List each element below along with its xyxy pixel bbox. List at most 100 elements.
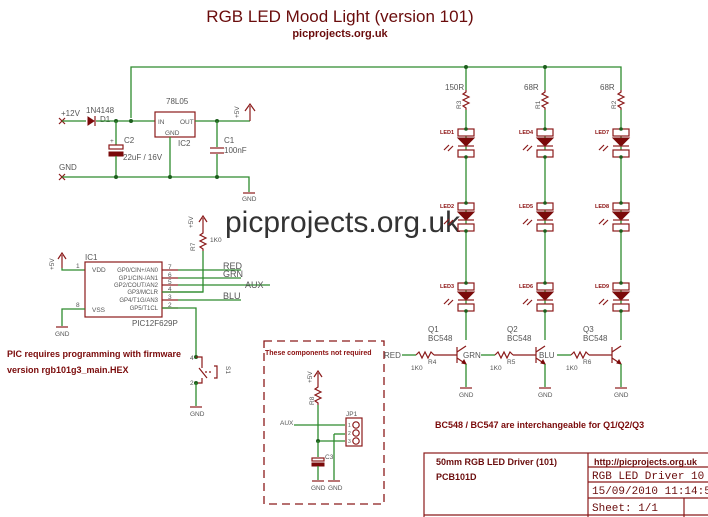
light-arrow-icon — [522, 218, 529, 225]
transistor-ref: Q2 — [507, 325, 518, 334]
mcu-vdd-arrow-icon — [57, 251, 67, 268]
light-arrow-icon — [443, 218, 450, 225]
optional-gnd-label-2: GND — [328, 485, 343, 492]
led-label: LED3 — [440, 284, 454, 290]
net-label-blu: BLU — [223, 291, 241, 301]
mcu-pin-8-num: 8 — [76, 302, 80, 309]
optional-supply-label: +5V — [307, 371, 314, 383]
junction-dot — [619, 309, 623, 313]
net-label-grn: GRN — [223, 269, 243, 279]
light-arrow-icon — [598, 298, 605, 305]
title-block-pcb: PCB101D — [436, 472, 477, 482]
base-net-label: GRN — [463, 351, 481, 360]
title-block: 50mm RGB LED Driver (101) PCB101D http:/… — [423, 452, 708, 517]
led-diode-icon — [535, 211, 555, 221]
net-label-red: RED — [223, 261, 243, 271]
r7-ref: R7 — [190, 242, 197, 251]
base-resistor-value: 1K0 — [411, 365, 423, 372]
net-label-aux: AUX — [245, 280, 264, 290]
watermark-text: picprojects.org.uk — [225, 206, 461, 239]
junction-dot — [464, 309, 468, 313]
schematic-title: RGB LED Mood Light (version 101) — [206, 7, 473, 26]
r7-value: 1K0 — [210, 237, 222, 244]
transistor-collector — [611, 345, 622, 353]
c1-value: 100nF — [224, 146, 247, 155]
light-arrow-icon — [526, 299, 533, 306]
transistor-gnd-label: GND — [459, 392, 474, 399]
jp1-pin-3: 3 — [348, 439, 351, 445]
junction-dot — [543, 309, 547, 313]
mcu-pin-6-num: 6 — [168, 272, 172, 279]
column-resistor-value: 150R — [445, 83, 464, 92]
firmware-note-line1: PIC requires programming with firmware — [7, 349, 181, 359]
optional-aux-label: AUX — [280, 420, 294, 427]
mcu-pin-1-num: 1 — [76, 263, 80, 270]
diode-value: 1N4148 — [86, 106, 115, 115]
led-driver-columns: 150RR3LED1LED2LED3Q1BC548GNDREDR41K068RR… — [384, 83, 631, 399]
base-resistor-icon — [570, 350, 590, 360]
column-resistor-value: 68R — [600, 83, 615, 92]
led-diode-icon — [456, 291, 476, 301]
optional-5v-arrow-icon — [313, 369, 323, 385]
led-led6: LED6 — [519, 281, 555, 313]
led-diode-icon — [611, 137, 631, 147]
mcu-vdd-supply-label: +5V — [49, 258, 56, 270]
mcu-pin-2-num: 2 — [168, 302, 172, 309]
title-block-sheet: Sheet: 1/1 — [592, 503, 658, 515]
mcu-part: PIC12F629P — [132, 319, 178, 328]
base-net-label: BLU — [539, 351, 555, 360]
led-led1: LED1 — [440, 127, 476, 159]
mcu-pin-3-num: 3 — [168, 294, 172, 301]
led-diode-icon — [535, 137, 555, 147]
light-arrow-icon — [602, 145, 609, 152]
led-led9: LED9 — [595, 281, 631, 313]
junction-dot — [619, 127, 623, 131]
regulator-value: 78L05 — [166, 97, 189, 106]
base-resistor-value: 1K0 — [566, 365, 578, 372]
light-arrow-icon — [522, 144, 529, 151]
transistor-collector — [456, 345, 467, 353]
switch-pin-a: 4 — [190, 355, 194, 362]
resistor-icon — [616, 90, 626, 110]
optional-heading: These components not required — [265, 350, 372, 357]
led-label: LED7 — [595, 130, 609, 136]
base-net-label: RED — [384, 351, 401, 360]
regulator-ic2 — [154, 111, 196, 138]
svg-text:+: + — [110, 138, 114, 145]
title-block-date: 15/09/2010 11:14:50 — [592, 486, 708, 498]
led-led7: LED7 — [595, 127, 631, 159]
transistor-part: BC548 — [583, 334, 608, 343]
light-arrow-icon — [447, 145, 454, 152]
led-label: LED4 — [519, 130, 534, 136]
optional-gnd-label-1: GND — [311, 485, 326, 492]
transistor-arrow-icon — [461, 359, 467, 365]
led-diode-icon — [611, 291, 631, 301]
junction-dot — [619, 155, 623, 159]
jp1-ref: JP1 — [346, 411, 358, 418]
capacitor-c1-icon — [210, 121, 224, 177]
jp1-pin-2: 2 — [348, 431, 351, 437]
mcu-pin-7-name: GP0/CIN+/AN0 — [117, 268, 159, 274]
junction-dot — [464, 281, 468, 285]
capacitor-c2-icon: + — [108, 121, 124, 177]
mcu-section: +5V IC1 PIC12F629P 1 VDD 8 VSS 7GP0/CIN+… — [49, 214, 270, 338]
diode-ref: D1 — [100, 115, 111, 124]
junction-dot — [464, 155, 468, 159]
junction-dot — [543, 201, 547, 205]
transistor-arrow-icon — [616, 359, 622, 365]
regulator-pin-in: IN — [158, 119, 165, 126]
title-block-board: RGB LED Driver 10 — [592, 471, 704, 483]
resistor-icon — [461, 90, 471, 110]
resistor-r7-icon — [198, 230, 208, 251]
transistor-arrow-icon — [540, 359, 546, 365]
led-label: LED1 — [440, 130, 454, 136]
vout-5v-arrow-icon — [244, 102, 256, 121]
transistor-gnd-label: GND — [614, 392, 629, 399]
led-diode-icon — [611, 211, 631, 221]
junction-dot — [619, 229, 623, 233]
gnd-symbol-label: GND — [242, 196, 257, 203]
